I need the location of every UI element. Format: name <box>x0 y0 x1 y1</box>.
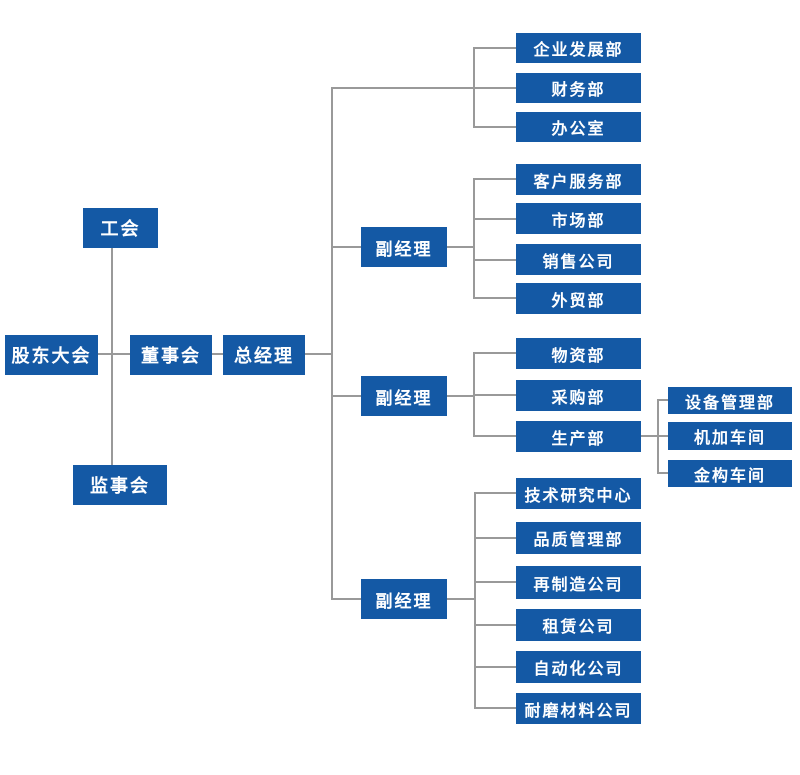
connector-dm1-bracket-connector <box>447 246 474 248</box>
org-node-shareholders-meeting: 股东大会 <box>5 335 98 375</box>
connector-union-supervisory-vertical <box>111 248 113 465</box>
connector-stub-wear-resistant <box>474 707 516 709</box>
org-node-foreign-trade-dept: 外贸部 <box>516 283 641 314</box>
connector-gm-trunk-connector <box>305 353 332 355</box>
org-node-deputy-manager-2: 副经理 <box>361 376 447 416</box>
connector-stub-tech-research <box>474 492 516 494</box>
connector-production-bracket-connector <box>641 435 668 437</box>
connector-bracket4-vertical <box>657 399 659 474</box>
connector-bracket2-vertical <box>473 178 475 299</box>
org-node-quality-management-dept: 品质管理部 <box>516 522 641 554</box>
org-node-enterprise-development-dept: 企业发展部 <box>516 33 641 63</box>
org-node-deputy-manager-3: 副经理 <box>361 579 447 619</box>
org-node-finance-dept: 财务部 <box>516 73 641 103</box>
connector-stub-equipment-management <box>657 399 668 401</box>
org-node-steel-structure-workshop: 金构车间 <box>668 460 792 487</box>
org-node-remanufacturing-company: 再制造公司 <box>516 566 641 599</box>
connector-stub-foreign-trade <box>473 297 516 299</box>
connector-stub-quality-management <box>474 537 516 539</box>
org-node-board-of-directors: 董事会 <box>130 335 212 375</box>
connector-stub-customer-service <box>473 178 516 180</box>
org-node-purchasing-dept: 采购部 <box>516 380 641 411</box>
connector-stub-materials <box>473 352 516 354</box>
connector-stub-production <box>473 435 516 437</box>
connector-shareholders-board-connector <box>98 353 130 355</box>
connector-board-gm-connector <box>212 353 223 355</box>
org-node-customer-service-dept: 客户服务部 <box>516 164 641 195</box>
org-node-deputy-manager-1: 副经理 <box>361 227 447 267</box>
org-node-production-dept: 生产部 <box>516 421 641 452</box>
connector-stub-marketing <box>473 218 516 220</box>
connector-branch2-horizontal <box>331 246 361 248</box>
connector-dm2-bracket-connector <box>447 395 474 397</box>
connector-branch1-horizontal <box>331 87 516 89</box>
connector-stub-steel-structure <box>657 472 668 474</box>
connector-branch3-horizontal <box>331 395 361 397</box>
connector-trunk-vertical <box>331 88 333 599</box>
org-node-office: 办公室 <box>516 112 641 142</box>
org-node-machining-workshop: 机加车间 <box>668 422 792 450</box>
connector-stub-remanufacturing <box>474 581 516 583</box>
connector-stub-automation <box>474 666 516 668</box>
connector-stub-enterprise-development <box>473 47 516 49</box>
org-node-tech-research-center: 技术研究中心 <box>516 478 641 509</box>
connector-bracket5-vertical <box>474 492 476 709</box>
connector-stub-office <box>473 126 516 128</box>
org-node-automation-company: 自动化公司 <box>516 651 641 683</box>
org-node-materials-dept: 物资部 <box>516 338 641 369</box>
connector-bracket1-vertical <box>473 47 475 128</box>
org-node-labor-union: 工会 <box>83 208 158 248</box>
org-node-general-manager: 总经理 <box>223 335 305 375</box>
org-node-supervisory-board: 监事会 <box>73 465 167 505</box>
org-node-equipment-management-dept: 设备管理部 <box>668 387 792 414</box>
org-node-leasing-company: 租赁公司 <box>516 609 641 641</box>
org-node-sales-company: 销售公司 <box>516 244 641 275</box>
org-node-wear-resistant-materials-company: 耐磨材料公司 <box>516 693 641 724</box>
connector-dm3-bracket-connector <box>447 598 475 600</box>
connector-stub-sales <box>473 259 516 261</box>
connector-stub-leasing <box>474 624 516 626</box>
connector-stub-purchasing <box>473 394 516 396</box>
connector-branch4-horizontal <box>331 598 361 600</box>
org-node-marketing-dept: 市场部 <box>516 203 641 234</box>
